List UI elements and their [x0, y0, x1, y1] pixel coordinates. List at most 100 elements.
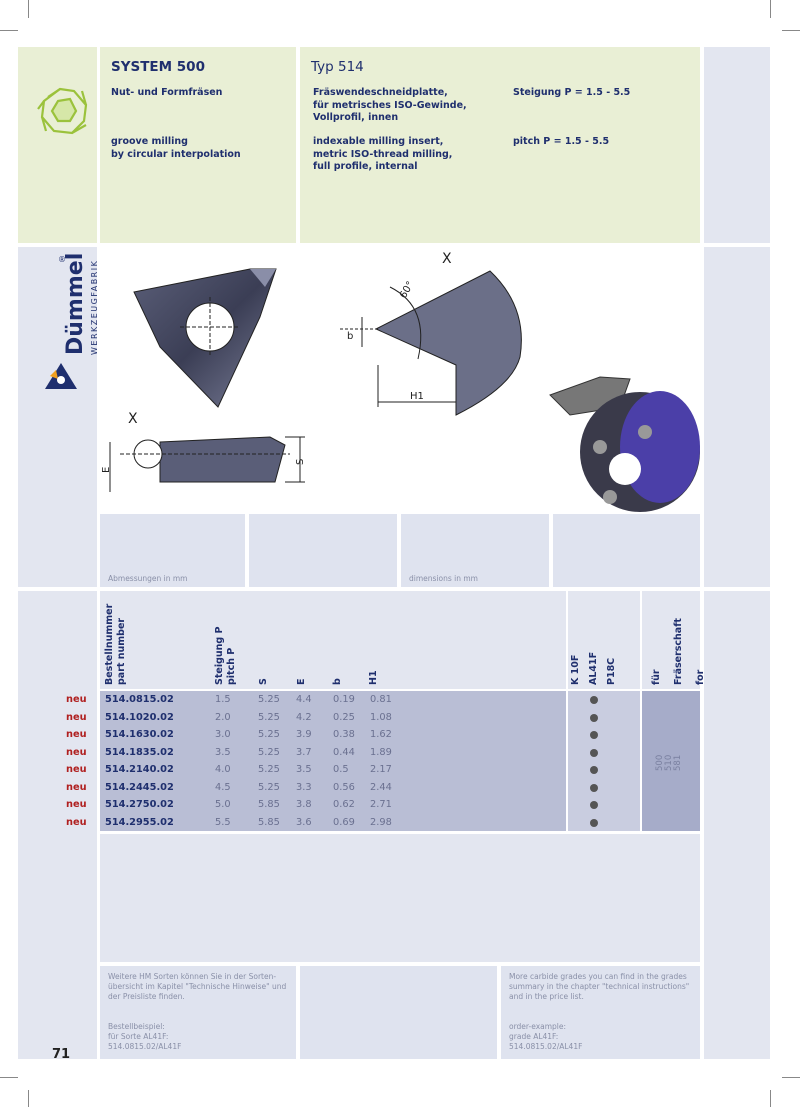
cell-s: 5.25: [258, 729, 280, 740]
cell-e: 4.2: [296, 711, 312, 723]
holder-header: für Fräserschaft for toolholder type: [642, 591, 750, 689]
crop-mark: [782, 30, 800, 31]
cell-s: 5.25: [258, 764, 280, 775]
crop-mark: [782, 1077, 800, 1078]
table-row: neu 514.2955.02 5.5 5.85 3.6 0.69 2.98: [0, 815, 800, 833]
side-panel-top: [704, 47, 770, 243]
availability-dot: [590, 713, 598, 722]
cell-b: 0.25: [333, 711, 355, 723]
header-k10f: K 10F: [570, 654, 581, 685]
table-row: neu 514.2445.02 4.5 5.25 3.3 0.56 2.44: [0, 780, 800, 798]
cell-b: 0.38: [333, 729, 355, 740]
label-s: S: [295, 459, 306, 465]
header-h1: H1: [368, 670, 379, 685]
header-e: E: [296, 678, 307, 686]
part-number: 514.2955.02: [105, 816, 174, 828]
cell-pitch: 3.5: [215, 746, 231, 758]
cell-e: 3.5: [296, 764, 312, 775]
side-panel-bottom: [704, 591, 770, 1059]
availability-dot: [590, 801, 598, 809]
label-x-top: X: [442, 251, 452, 267]
header-part-number: Bestellnummer part number: [104, 603, 127, 685]
header-right-panel: Typ 514 Fräswendeschneidplatte, für metr…: [300, 47, 700, 243]
cell-h1: 2.71: [370, 799, 392, 810]
footer-en-example: order-example: grade AL41F: 514.0815.02/…: [509, 1022, 583, 1051]
new-badge: neu: [66, 799, 87, 810]
dims-note-de: Abmessungen in mm: [108, 574, 188, 583]
cell-e: 3.8: [296, 799, 312, 810]
table-row: neu 514.1630.02 3.0 5.25 3.9 0.38 1.62: [0, 727, 800, 745]
system-flower-icon: [37, 87, 88, 135]
cell-b: 0.44: [333, 746, 355, 758]
part-number: 514.1835.02: [105, 746, 174, 758]
cell-e: 4.4: [296, 694, 312, 705]
icon-panel: [18, 47, 97, 243]
cell-e: 3.3: [296, 781, 312, 793]
header-s: S: [258, 678, 269, 685]
cell-pitch: 5.0: [215, 799, 231, 810]
crop-mark: [28, 1090, 29, 1107]
header-p18c: P18C: [606, 657, 617, 685]
holder-body: 500 510 581: [642, 691, 700, 831]
system-title: SYSTEM 500: [111, 59, 205, 75]
crop-mark: [28, 0, 29, 18]
table-header: Bestellnummer part number Steigung P pit…: [100, 591, 566, 689]
cell-h1: 1.08: [370, 711, 392, 723]
footer-de-note: Weitere HM Sorten können Sie in der Sort…: [108, 972, 287, 1001]
footer-en-panel: More carbide grades you can find in the …: [501, 966, 700, 1059]
new-badge: neu: [66, 781, 87, 793]
label-h1: H1: [410, 391, 424, 402]
cell-e: 3.6: [296, 816, 312, 828]
header-al41f: AL41F: [588, 651, 599, 685]
cell-pitch: 4.0: [215, 764, 231, 775]
cell-b: 0.62: [333, 799, 355, 810]
table-body: [100, 691, 566, 831]
table-row: neu 514.1835.02 3.5 5.25 3.7 0.44 1.89: [0, 745, 800, 763]
footer-en-note: More carbide grades you can find in the …: [509, 972, 690, 1001]
table-row: neu 514.1020.02 2.0 5.25 4.2 0.25 1.08: [0, 710, 800, 728]
logo-panel: Dümmel WERKZEUGFABRIK ®: [18, 247, 99, 587]
typ-title: Typ 514: [311, 59, 364, 75]
crop-mark: [770, 0, 771, 18]
availability-dot: [590, 696, 598, 704]
cell-b: 0.56: [333, 781, 355, 793]
availability-dot: [590, 783, 598, 792]
crop-mark: [770, 1090, 771, 1107]
desc-en-left: groove milling by circular interpolation: [111, 136, 241, 160]
header-b: b: [332, 678, 343, 685]
new-badge: neu: [66, 816, 87, 828]
cell-s: 5.25: [258, 694, 280, 705]
cell-b: 0.19: [333, 694, 355, 705]
grade-header: K 10F AL41F P18C: [568, 591, 640, 689]
cell-h1: 0.81: [370, 694, 392, 705]
new-badge: neu: [66, 746, 87, 758]
cell-h1: 2.44: [370, 781, 392, 793]
part-number: 514.2750.02: [105, 799, 174, 810]
footer-mid-panel: [300, 966, 497, 1059]
availability-dot: [590, 766, 598, 774]
table-row: neu 514.0815.02 1.5 5.25 4.4 0.19 0.81: [0, 692, 800, 710]
page-number: 71: [52, 1047, 71, 1062]
cell-s: 5.25: [258, 781, 280, 793]
logo-triangle-icon: [45, 363, 77, 389]
new-badge: neu: [66, 729, 87, 740]
toolholder-illustration: [549, 376, 700, 512]
cell-pitch: 2.0: [215, 711, 231, 723]
part-number: 514.2140.02: [105, 764, 174, 775]
footer-de-example: Bestellbeispiel: für Sorte AL41F: 514.08…: [108, 1022, 182, 1051]
part-number: 514.0815.02: [105, 694, 174, 705]
dims-note-en: dimensions in mm: [409, 574, 478, 583]
availability-dot: [590, 731, 598, 739]
cell-b: 0.5: [333, 764, 349, 775]
drawing-area: X E S X b H1 60°: [100, 247, 700, 512]
desc-en-mid: indexable milling insert, metric ISO-thr…: [313, 136, 453, 172]
grade-body: [568, 691, 640, 831]
desc-en-right: pitch P = 1.5 - 5.5: [513, 136, 610, 147]
availability-dot: [590, 818, 598, 827]
cell-h1: 1.62: [370, 729, 392, 740]
dims-panel-3: dimensions in mm: [401, 514, 549, 587]
footer-de-panel: Weitere HM Sorten können Sie in der Sort…: [100, 966, 296, 1059]
cell-e: 3.9: [296, 729, 312, 740]
part-number: 514.1020.02: [105, 711, 174, 723]
cell-h1: 2.17: [370, 764, 392, 775]
